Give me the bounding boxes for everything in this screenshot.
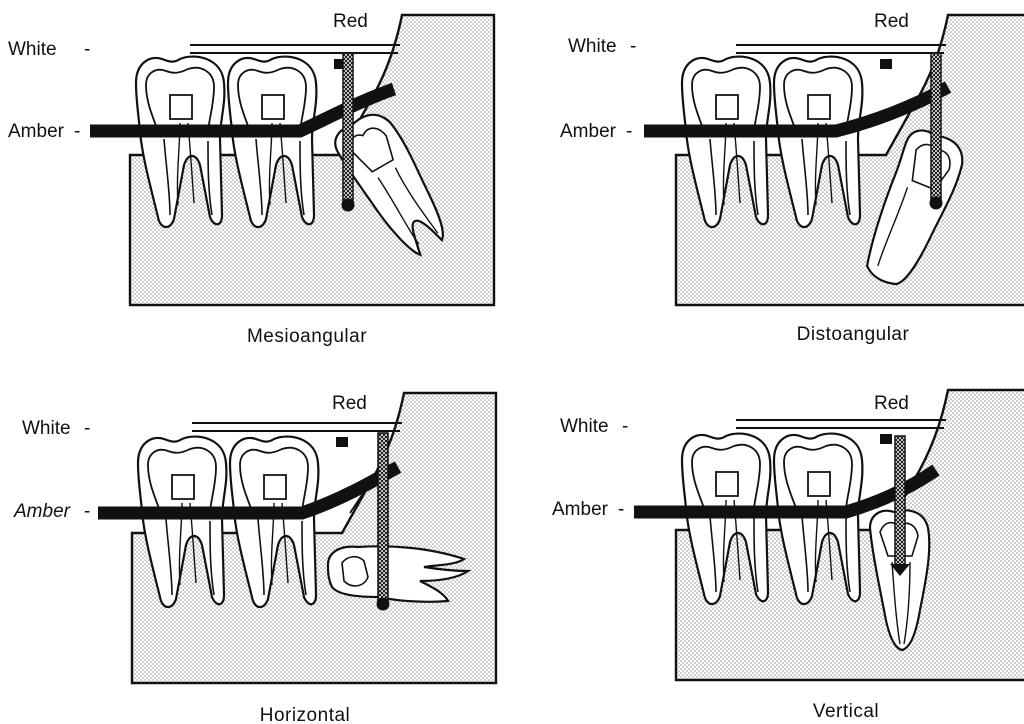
svg-text:-: - xyxy=(84,501,90,522)
white-label: White xyxy=(22,418,71,439)
caption-vertical: Vertical xyxy=(813,701,879,722)
red-line xyxy=(931,53,941,201)
caption-distoangular: Distoangular xyxy=(797,324,910,345)
white-label: White xyxy=(568,36,617,57)
amber-label: Amber xyxy=(552,499,609,520)
amber-label: Amber xyxy=(560,121,617,142)
svg-text:-: - xyxy=(626,121,632,142)
red-label: Red xyxy=(874,393,909,414)
svg-text:-: - xyxy=(84,418,90,439)
red-line xyxy=(343,53,353,203)
amber-label: Amber xyxy=(8,121,65,142)
svg-text:-: - xyxy=(74,121,80,142)
red-label: Red xyxy=(874,11,909,32)
panel-horizontal xyxy=(98,393,496,683)
red-line xyxy=(895,436,905,566)
panel-mesioangular xyxy=(90,15,494,305)
svg-text:-: - xyxy=(84,39,90,60)
white-label: White xyxy=(560,416,609,437)
red-label: Red xyxy=(332,393,367,414)
white-label: White xyxy=(8,39,57,60)
red-line xyxy=(378,433,388,603)
red-label: Red xyxy=(333,11,368,32)
svg-text:-: - xyxy=(618,499,624,520)
caption-mesioangular: Mesioangular xyxy=(247,326,367,347)
svg-text:-: - xyxy=(630,36,636,57)
caption-horizontal: Horizontal xyxy=(260,705,351,724)
svg-text:-: - xyxy=(622,416,628,437)
panel-vertical xyxy=(634,390,1024,680)
panel-distoangular xyxy=(644,15,1024,305)
amber-label: Amber xyxy=(13,501,71,522)
